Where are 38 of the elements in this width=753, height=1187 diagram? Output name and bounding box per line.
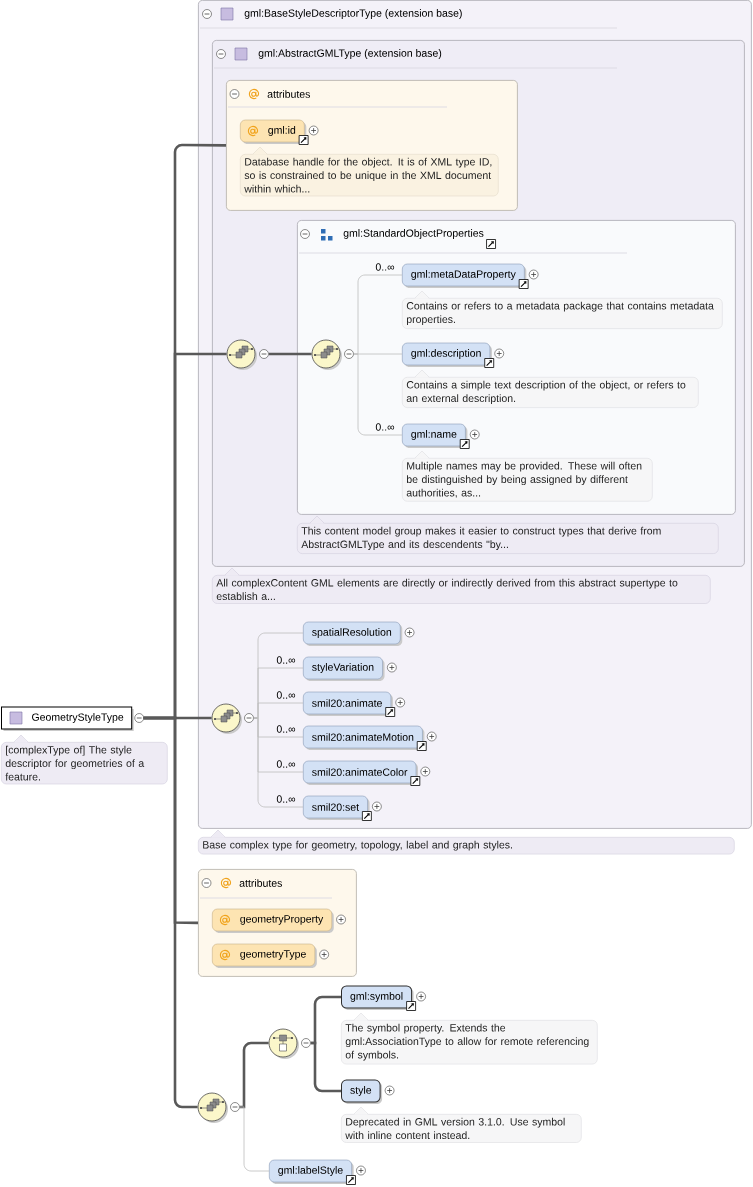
annotation-bubble: Deprecated in GML version 3.1.0. Use symbol with inline content instead. <box>341 1106 582 1143</box>
attribute-box: gml:id <box>240 119 307 144</box>
element-box: gml:labelStyle <box>269 1159 354 1184</box>
element-box: smil20:animateMotion <box>303 725 425 750</box>
element-box: styleVariation <box>303 656 385 681</box>
element-box: gml:symbol <box>341 985 414 1010</box>
edge-label: 0..∞ <box>275 794 297 804</box>
edge-label: 0..∞ <box>275 724 297 734</box>
annotation-bubble: All complexContent GML elements are directly or indirectly derived from this abstract supertype to establish a... <box>212 567 711 604</box>
connector-line <box>239 1106 270 1172</box>
annotation-bubble: Contains or refers to a metadata package that contains metadata properties. <box>402 290 723 329</box>
annotation-bubble: Base complex type for geometry, topology, label and graph styles. <box>198 829 735 855</box>
annotation-bubble: Database handle for the object. It is of XML type ID, so is constrained to be unique in the XML document within which... <box>240 146 499 197</box>
edge-label: 0..∞ <box>275 759 297 769</box>
attribute-box: geometryType <box>212 943 317 968</box>
annotation-bubble: The symbol property. Extends the gml:AssociationType to allow for remote referencing of symbols. <box>341 1012 598 1065</box>
annotation-bubble: [complexType of] The style descriptor for geometries of a feature. <box>1 734 168 785</box>
element-box: spatialResolution <box>303 621 403 646</box>
connector-line <box>143 716 198 1109</box>
connector-line <box>310 1041 341 1093</box>
annotation-bubble: Multiple names may be provided. These will often be distinguished by being assigned by different authorities, as... <box>402 450 653 502</box>
connector-line <box>353 353 403 436</box>
edge-label: 0..∞ <box>275 655 297 665</box>
element-box: smil20:animate <box>303 691 393 716</box>
connector-line <box>268 352 312 356</box>
edge-label: 0..∞ <box>275 690 297 700</box>
element-box: gml:metaDataProperty <box>402 263 527 288</box>
edge-label: 0..∞ <box>374 422 396 432</box>
element-box: style <box>341 1079 383 1104</box>
attribute-box: geometryProperty <box>212 908 334 933</box>
edge-label: 0..∞ <box>374 262 396 272</box>
annotation-bubble: Contains a simple text description of the object, or refers to an external description. <box>402 369 699 408</box>
element-box: gml:description <box>402 342 492 367</box>
element-box: gml:name <box>402 423 468 448</box>
annotation-bubble: This content model group makes it easier to construct types that derive from AbstractGMLType and its descendents "by... <box>297 515 719 554</box>
element-box: smil20:animateColor <box>303 760 418 785</box>
type-box: GeometryStyleType <box>1 706 134 731</box>
element-box: smil20:set <box>303 795 370 820</box>
